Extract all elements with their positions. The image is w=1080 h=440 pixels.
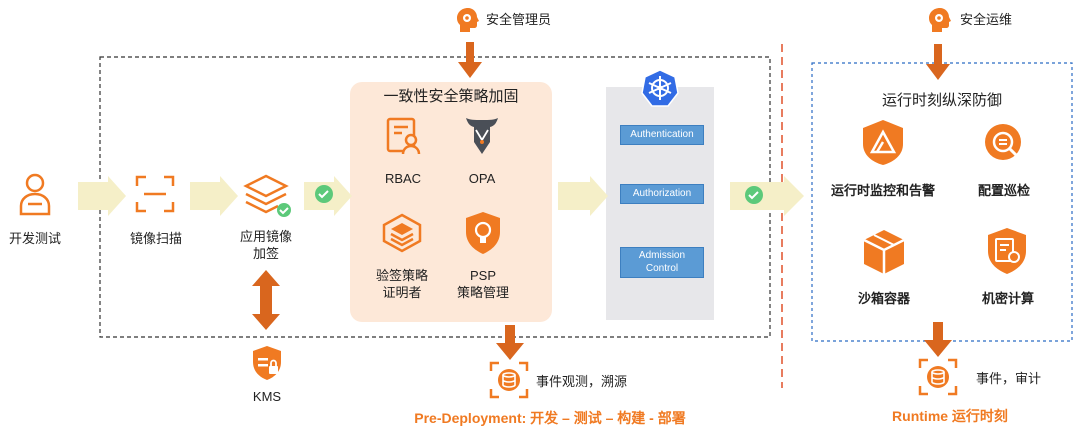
image-sign-icon — [243, 174, 291, 217]
kms-shield-icon — [253, 346, 281, 380]
developer-icon — [19, 173, 51, 216]
events-trace-label: 事件观测，溯源 — [536, 374, 628, 389]
image-scan-label: 镜像扫描 — [129, 231, 182, 246]
authentication-box: Authentication — [620, 125, 704, 145]
down-arrow — [926, 44, 950, 80]
down-arrow — [458, 42, 482, 78]
sandbox-label: 沙箱容器 — [857, 291, 910, 306]
opa-icon — [466, 118, 498, 154]
double-arrow — [252, 270, 280, 330]
green-shield-icon — [745, 186, 763, 204]
admission-label-1: Admission — [638, 250, 686, 261]
confidential-compute-label: 机密计算 — [981, 291, 1034, 306]
green-shield-icon — [315, 185, 333, 203]
security-ops-icon — [929, 8, 951, 32]
app-image-sign-label-1: 应用镜像 — [239, 229, 292, 244]
app-image-sign-label-2: 加签 — [252, 246, 279, 261]
dev-test-label: 开发测试 — [8, 231, 61, 246]
event-audit-icon — [918, 358, 958, 396]
psp-icon — [466, 212, 500, 254]
flow-arrow — [730, 176, 804, 216]
flow-arrow — [78, 176, 126, 216]
down-arrow — [496, 325, 524, 360]
psp-label-2: 策略管理 — [456, 285, 509, 300]
policy-panel-bg — [350, 82, 552, 322]
policy-panel-title: 一致性安全策略加固 — [383, 88, 519, 105]
security-ops-label: 安全运维 — [960, 12, 1013, 27]
flow-arrows — [78, 176, 804, 216]
config-audit-label: 配置巡检 — [977, 183, 1030, 198]
confidential-compute-icon — [988, 228, 1026, 274]
runtime-caption: Runtime 运行时刻 — [892, 408, 1008, 424]
down-arrow — [924, 322, 952, 357]
verifier-icon — [382, 213, 422, 253]
kms-label: KMS — [252, 389, 282, 404]
flow-arrow — [190, 176, 238, 216]
opa-label: OPA — [468, 171, 496, 186]
authorization-box: Authorization — [620, 184, 704, 204]
flow-arrow — [558, 176, 608, 216]
config-audit-icon — [985, 124, 1021, 160]
sandbox-icon — [863, 230, 905, 274]
runtime-panel-title: 运行时刻纵深防御 — [881, 92, 1002, 109]
scan-icon — [135, 175, 175, 213]
events-audit-label: 事件，审计 — [976, 371, 1042, 386]
monitor-alert-icon — [863, 120, 903, 165]
rbac-label: RBAC — [384, 171, 422, 186]
psp-label-1: PSP — [469, 268, 496, 283]
event-trace-icon — [489, 361, 529, 399]
rbac-icon — [386, 117, 421, 155]
admission-control-box: Admission Control — [620, 247, 704, 278]
pre-deployment-caption: Pre-Deployment: 开发 – 测试 – 构建 - 部署 — [414, 410, 686, 426]
security-admin-icon — [457, 8, 479, 32]
verifier-label-1: 验签策略 — [375, 268, 428, 283]
security-admin-label: 安全管理员 — [486, 12, 552, 27]
admission-label-2: Control — [645, 263, 679, 274]
verifier-label-2: 证明者 — [382, 285, 422, 300]
monitor-alert-label: 运行时监控和告警 — [830, 183, 935, 198]
kubernetes-icon — [641, 69, 679, 107]
